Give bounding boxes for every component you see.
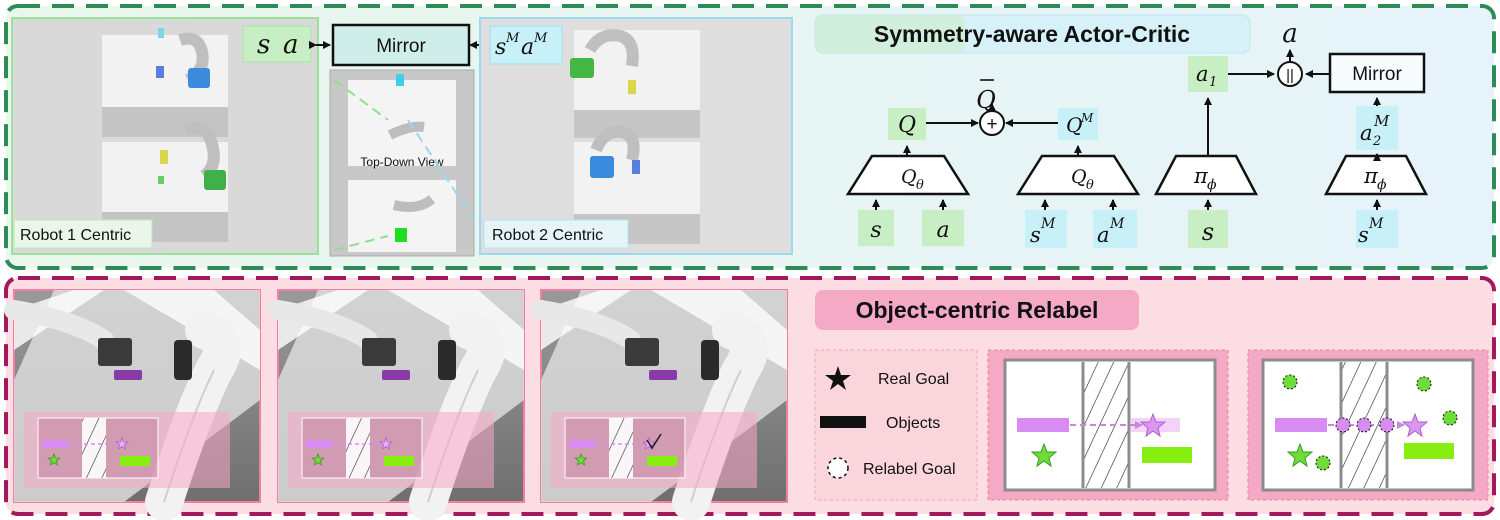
actor-network-1 <box>1153 154 1259 196</box>
state-action-box: s a <box>242 25 312 63</box>
svg-text:+: + <box>986 114 997 135</box>
sim-frame <box>531 289 788 520</box>
svg-text:2: 2 <box>1372 134 1381 149</box>
svg-text:M: M <box>1368 216 1384 232</box>
svg-text:s: s <box>495 35 506 60</box>
topdown-label: Top-Down View <box>360 155 443 169</box>
objects-bar-icon <box>820 416 866 428</box>
topdown-view-image: Top-Down View <box>329 69 475 257</box>
mirrored-state-action-box: s M a M <box>489 25 563 65</box>
svg-text:Q: Q <box>1066 113 1082 137</box>
mirror-box-actor <box>1328 52 1426 94</box>
critic-diagram: Q + Q Q M Q θ Q θ s a s M <box>845 79 1141 248</box>
real-goal-star-icon <box>825 366 851 390</box>
critic-input-s <box>858 210 894 246</box>
robot2-centric-label: Robot 2 Centric <box>492 227 603 244</box>
actor-diagram: a || a 1 Mirror a 2 M π ϕ π ϕ s s <box>1153 19 1429 248</box>
svg-text:ϕ: ϕ <box>1207 177 1217 193</box>
sim-frame <box>268 289 525 520</box>
relabel-diagram-relabel-goals <box>1247 349 1489 501</box>
relabel-sim-frames <box>4 289 788 520</box>
svg-text:||: || <box>1286 67 1294 84</box>
robot1-centric-label: Robot 1 Centric <box>20 227 131 244</box>
svg-text:θ: θ <box>1086 178 1094 193</box>
relabel-title-text: Object-centric Relabel <box>856 297 1099 323</box>
actor-input-s <box>1188 210 1228 248</box>
relabel-goal-circle-icon <box>827 457 849 479</box>
relabel-diagram-real-goal <box>987 349 1229 501</box>
goal-star-purple-icon <box>1139 412 1167 438</box>
critic-input-aM <box>1093 210 1137 248</box>
svg-text:M: M <box>505 31 520 46</box>
goal-star-green-icon <box>1030 442 1058 468</box>
svg-text:M: M <box>1080 111 1094 125</box>
svg-text:s: s <box>870 218 881 243</box>
object-purple <box>1017 418 1069 432</box>
sa-s: s <box>257 30 270 60</box>
mirror-box-top: Mirror <box>331 23 471 67</box>
qm-box <box>1058 108 1098 140</box>
svg-text:Mirror: Mirror <box>1352 64 1402 85</box>
robot1-centric-image: Robot 1 Centric <box>11 17 319 255</box>
legend-real-goal: Real Goal <box>878 371 949 388</box>
critic-input-sM <box>1025 210 1067 248</box>
object-green <box>1142 447 1192 463</box>
svg-text:a: a <box>1196 62 1209 86</box>
actor-critic-title-text: Symmetry-aware Actor-Critic <box>874 21 1190 47</box>
svg-text:1: 1 <box>1209 75 1217 90</box>
action-output: a <box>1282 19 1298 49</box>
svg-text:Q: Q <box>901 166 917 188</box>
svg-text:M: M <box>1373 112 1390 130</box>
svg-text:Q: Q <box>898 113 916 138</box>
svg-text:a: a <box>936 218 949 243</box>
svg-text:Q: Q <box>1071 166 1087 188</box>
svg-text:s: s <box>1358 223 1369 247</box>
relabel-title: Object-centric Relabel <box>815 290 1139 330</box>
svg-text:M: M <box>1109 216 1125 232</box>
svg-text:M: M <box>1040 216 1056 232</box>
actor-input-sM <box>1356 210 1398 248</box>
sim-frame <box>4 289 261 520</box>
svg-text:π: π <box>1363 164 1379 188</box>
critic-network-2 <box>1015 154 1141 196</box>
svg-text:M: M <box>533 31 548 46</box>
a1-box <box>1188 56 1228 92</box>
svg-text:θ: θ <box>916 178 924 193</box>
q-box <box>888 108 926 140</box>
legend-relabel-goal: Relabel Goal <box>863 461 956 478</box>
svg-text:s: s <box>1202 218 1214 246</box>
critic-network-1 <box>845 154 971 196</box>
actor-critic-title: Symmetry-aware Actor-Critic <box>814 14 1251 54</box>
a2M-box <box>1356 106 1398 150</box>
svg-text:s: s <box>1030 223 1041 247</box>
relabel-legend: Real Goal Objects Relabel Goal <box>814 349 978 501</box>
svg-text:π: π <box>1193 164 1209 188</box>
legend-objects: Objects <box>886 415 940 432</box>
concat-node <box>1277 61 1303 87</box>
svg-text:ϕ: ϕ <box>1377 177 1387 193</box>
actor-network-2 <box>1323 154 1429 196</box>
svg-text:a: a <box>1097 223 1110 247</box>
mirror-label-top: Mirror <box>376 36 426 57</box>
sa-a: a <box>283 30 299 60</box>
svg-text:a: a <box>521 35 534 60</box>
critic-input-a <box>922 210 964 246</box>
svg-text:a: a <box>1360 121 1373 145</box>
